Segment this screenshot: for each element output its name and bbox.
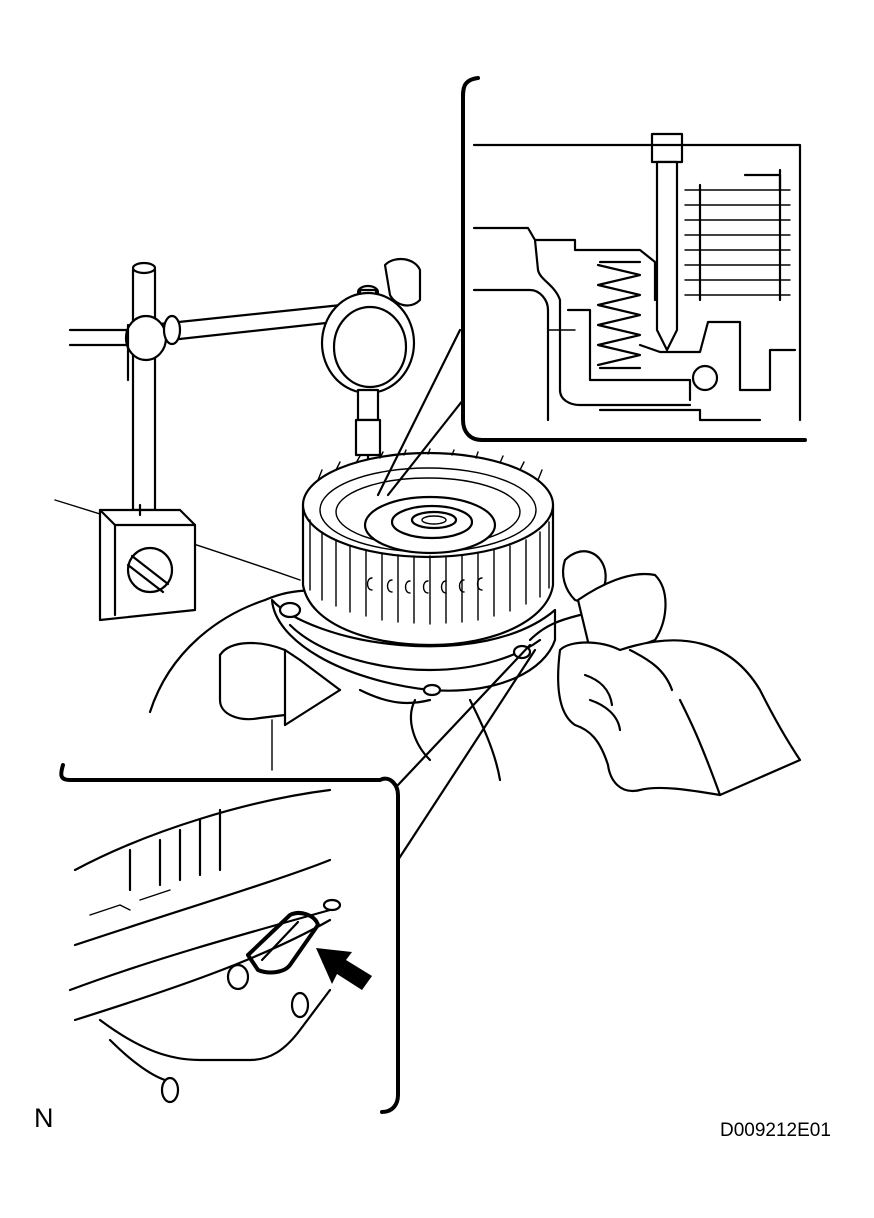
piston-spring-detail-icon [376, 76, 807, 497]
magnetic-base-icon [68, 261, 374, 622]
hand-icon [528, 550, 802, 797]
transmission-case-outline [54, 499, 502, 782]
corner-letter: N [34, 1103, 54, 1133]
arrow-icon [316, 948, 372, 990]
figure-code: D009212E01 [720, 1120, 831, 1141]
air-hole-detail-icon [59, 643, 537, 1114]
clutch-drum-icon [270, 448, 557, 697]
